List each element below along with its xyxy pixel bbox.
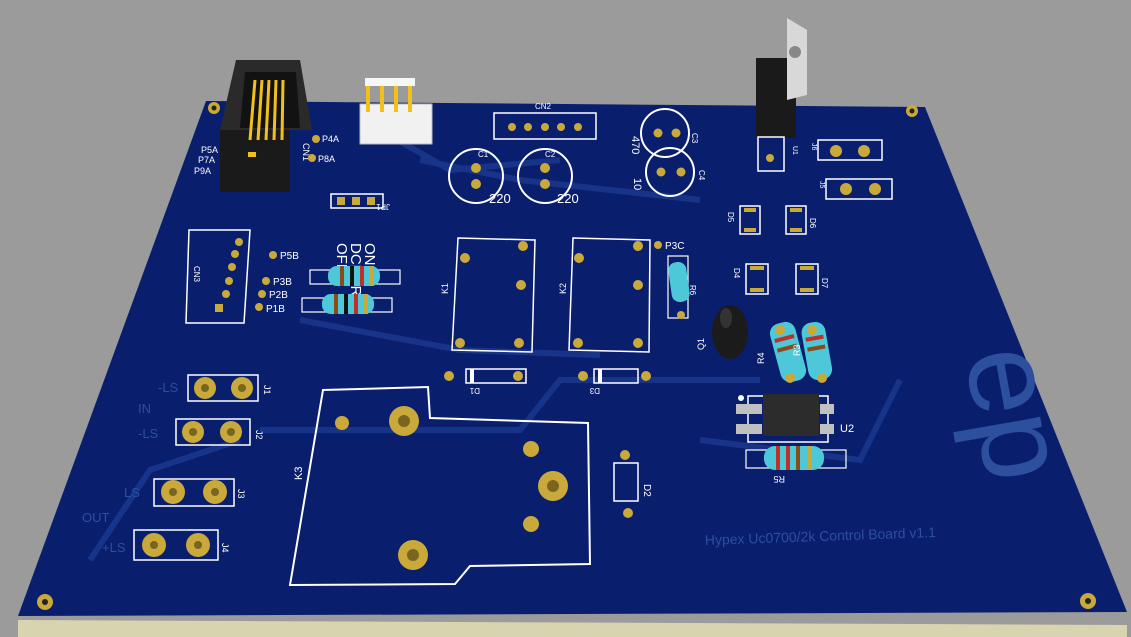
connector-j3-label: J3	[236, 489, 246, 499]
relay-k2-label: K2	[558, 283, 568, 294]
connector-j2-label: J2	[254, 430, 264, 440]
diode-d1-label: D1	[469, 386, 480, 395]
relay-k1-label: K1	[440, 283, 450, 294]
diode-d4-label: D4	[732, 268, 741, 279]
relay-k1	[451, 237, 536, 353]
resistor-r5	[745, 446, 847, 470]
connector-j1-label: J1	[262, 385, 272, 395]
connector-j2-side: -LS	[138, 426, 159, 441]
connector-j5	[825, 178, 893, 200]
diode-d3	[578, 368, 651, 384]
diode-d6	[785, 205, 807, 235]
cap-c4	[645, 147, 695, 197]
svg-text:ON: ON	[361, 243, 378, 266]
pad-label-p1b: P1B	[266, 304, 285, 315]
diode-d2-label: D2	[641, 484, 652, 497]
cap-c3-value: 470	[629, 136, 641, 154]
resistor-upper-left	[309, 266, 401, 286]
diode-d5-label: D5	[726, 212, 735, 223]
out-label: OUT	[82, 510, 110, 525]
svg-text:OFF: OFF	[333, 243, 350, 273]
pad-label-p3b: P3B	[273, 277, 292, 288]
pad-label-p7a: P7A	[198, 155, 215, 165]
connector-j3	[153, 478, 235, 507]
connector-j4-label: J4	[220, 543, 230, 553]
regulator-u1-label: U1	[791, 146, 798, 155]
pcb-edge	[18, 620, 1127, 637]
relay-k3	[288, 385, 592, 587]
regulator-u1	[756, 18, 807, 172]
jp1-label: JP1	[376, 202, 390, 211]
mounting-holes	[37, 102, 1096, 610]
in-label: IN	[138, 401, 151, 416]
diode-d6-label: D6	[808, 218, 817, 229]
resistor-r4	[769, 321, 807, 383]
transistor-q1-label: Q1	[696, 338, 706, 350]
connector-j4	[133, 529, 219, 561]
resistor-r3	[801, 321, 833, 383]
pad-label-p2b: P2B	[269, 290, 288, 301]
cap-c1	[448, 148, 504, 204]
cap-c1-value: 220	[489, 191, 511, 206]
connector-j6	[817, 139, 883, 161]
cap-c4-value: 10	[631, 178, 643, 190]
diode-d5	[739, 205, 761, 235]
diode-d7-label: D7	[820, 278, 829, 289]
relay-k3-label: K3	[293, 467, 305, 480]
cn2-header	[493, 112, 597, 140]
resistor-r6-label: R6	[688, 285, 697, 296]
ic-u2-label: U2	[840, 423, 854, 435]
connector-j2	[175, 418, 251, 446]
cn3-header	[185, 229, 251, 324]
pcb-board	[18, 101, 1127, 616]
pad-label-p5a: P5A	[201, 145, 218, 155]
cn1-header	[220, 60, 312, 192]
board-logo: ep	[939, 336, 1094, 491]
cap-c4-label: C4	[697, 170, 706, 181]
connector-j3-side: LS	[124, 485, 140, 500]
relay-k2	[568, 237, 651, 353]
resistor-r5-label: R5	[773, 474, 785, 484]
cap-c3	[640, 108, 690, 158]
cn2-label: CN2	[535, 102, 552, 111]
diode-d1	[444, 368, 527, 384]
resistor-r4-label: R4	[756, 352, 766, 364]
pad-label-p8a: P8A	[318, 154, 335, 164]
cn1-label: CN1	[301, 143, 311, 161]
connector-j5-label: J5	[818, 181, 825, 189]
pad-label-p5b: P5B	[280, 251, 299, 262]
resistor-lower-left	[301, 294, 393, 314]
connector-j6-label: J6	[810, 143, 817, 151]
jp1-jumper	[330, 193, 384, 209]
diode-d7	[795, 263, 819, 295]
pad-label-p3c: P3C	[665, 241, 684, 252]
cap-c2	[517, 148, 573, 204]
pad-label-p4a: P4A	[322, 134, 339, 144]
connector-j1-side: -LS	[158, 380, 179, 395]
ic-u2	[736, 394, 834, 443]
transistor-q1	[712, 305, 748, 359]
cap-c2-label: C2	[545, 150, 556, 159]
resistor-r3-label: R3	[792, 344, 802, 356]
connector-j4-side: +LS	[102, 540, 126, 555]
cap-c3-label: C3	[690, 133, 699, 144]
diode-d4	[745, 263, 769, 295]
diode-d2	[613, 450, 639, 518]
connector-j1	[187, 374, 259, 402]
cap-c1-label: C1	[478, 150, 489, 159]
cn3-label: CN3	[192, 266, 201, 283]
cap-c2-value: 220	[557, 191, 579, 206]
pad-label-p9a: P9A	[194, 166, 211, 176]
diode-d3-label: D3	[589, 386, 600, 395]
white-connector	[359, 78, 433, 145]
resistor-r6	[667, 255, 690, 319]
